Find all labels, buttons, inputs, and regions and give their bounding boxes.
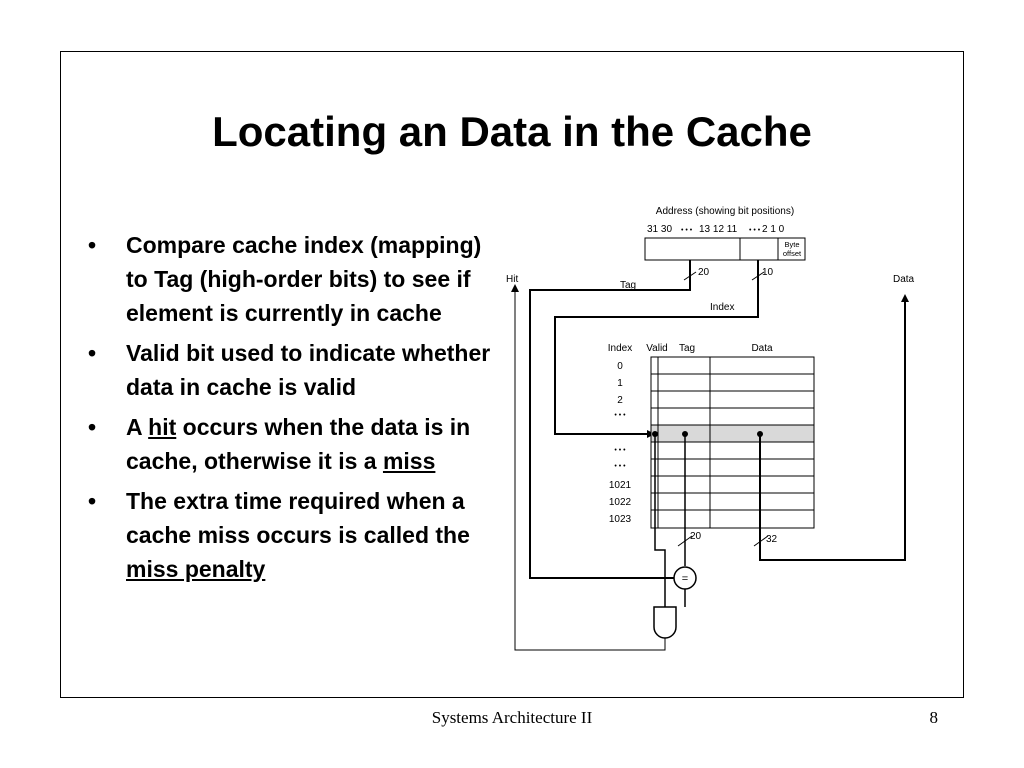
term-hit: hit: [148, 414, 177, 440]
data-out-width-label: 32: [766, 534, 778, 545]
row-index-label: • • •: [614, 447, 626, 454]
comparator-label: =: [682, 573, 688, 585]
bits-mid-label: 13 12 11: [699, 224, 738, 235]
row-index-label: 1: [617, 378, 623, 389]
bullet-item: Valid bit used to indicate whether data …: [88, 336, 508, 404]
hit-label: Hit: [506, 274, 518, 285]
bits-high-label: 31 30: [647, 224, 672, 235]
and-gate: [653, 606, 677, 639]
term-miss-penalty: miss penalty: [126, 556, 266, 582]
address-register: [644, 237, 806, 261]
tag-out-width-label: 20: [690, 531, 702, 542]
table-header-data: Data: [751, 343, 773, 354]
byte-offset-label: offset: [783, 249, 802, 258]
table-header-index: Index: [608, 343, 632, 354]
bits-low-label: 2 1 0: [762, 224, 785, 235]
tag-line: [529, 260, 691, 582]
term-miss: miss: [382, 448, 436, 474]
selected-row: [651, 425, 814, 442]
hit-line: [511, 284, 666, 651]
bullet-item: Compare cache index (mapping) to Tag (hi…: [88, 228, 508, 330]
byte-offset-label: Byte: [784, 240, 799, 249]
table-header-tag: Tag: [679, 343, 695, 354]
bullet-list: Compare cache index (mapping) to Tag (hi…: [88, 228, 508, 592]
tag-label: Tag: [620, 280, 636, 291]
bits-ellipsis: • • •: [681, 227, 693, 234]
row-index-label: 1023: [609, 514, 632, 525]
bullet-item: The extra time required when a cache mis…: [88, 484, 508, 586]
index-label: Index: [710, 302, 734, 313]
table-header-valid: Valid: [646, 343, 668, 354]
row-index-label: 1022: [609, 497, 632, 508]
row-index-label: • • •: [614, 412, 626, 419]
cache-diagram: Address (showing bit positions) 31 30 • …: [506, 206, 915, 651]
bits-ellipsis: • • •: [749, 227, 761, 234]
tag-width-label: 20: [698, 267, 710, 278]
index-line: [554, 260, 759, 438]
slide-title: Locating an Data in the Cache: [212, 108, 812, 155]
row-index-label: 2: [617, 395, 623, 406]
row-index-label: 1021: [609, 480, 632, 491]
valid-line: [654, 434, 666, 607]
slide-frame: [60, 51, 964, 698]
index-width-label: 10: [762, 267, 774, 278]
data-out-label: Data: [893, 274, 915, 285]
footer-text: Systems Architecture II: [431, 708, 593, 727]
data-line: [759, 294, 909, 561]
page-number: 8: [929, 708, 939, 727]
address-caption: Address (showing bit positions): [656, 206, 794, 217]
table-row-lines: [651, 373, 814, 511]
bullet-item: A hit occurs when the data is in cache, …: [88, 410, 508, 478]
row-index-label: 0: [617, 361, 623, 372]
row-index-label: • • •: [614, 463, 626, 470]
